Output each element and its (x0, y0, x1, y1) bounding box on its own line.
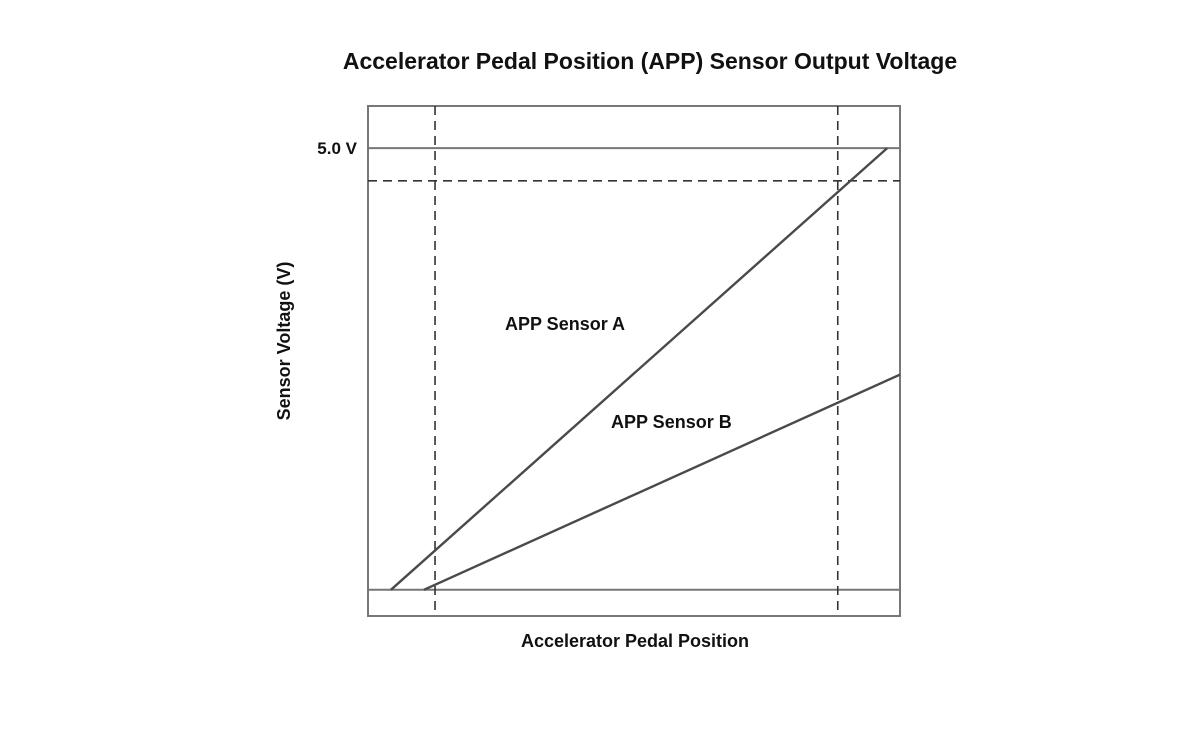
plot-area: 5.0 V (317, 105, 901, 617)
chart-title: Accelerator Pedal Position (APP) Sensor … (343, 48, 957, 74)
y-axis-label: Sensor Voltage (V) (274, 262, 294, 421)
y-tick-label-0: 5.0 V (317, 139, 357, 158)
series-label-app-sensor-a: APP Sensor A (505, 314, 625, 334)
x-axis-label: Accelerator Pedal Position (521, 631, 749, 651)
plot-frame (367, 105, 901, 617)
series-label-app-sensor-b: APP Sensor B (611, 412, 732, 432)
series-line-app-sensor-b (423, 373, 901, 591)
series-line-app-sensor-a (390, 147, 888, 591)
